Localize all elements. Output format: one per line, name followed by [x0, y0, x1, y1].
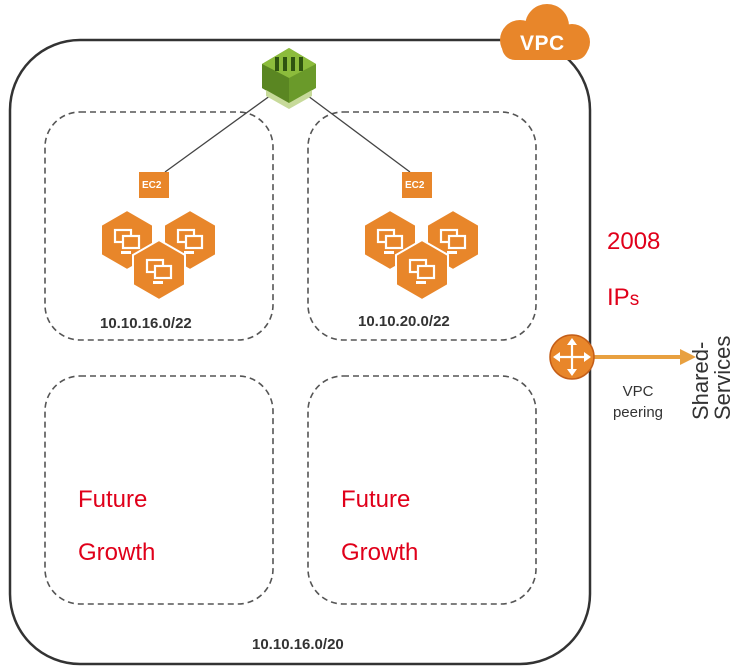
vpc-boundary	[8, 38, 592, 666]
vpc-cidr-label: 10.10.16.0/20	[252, 636, 344, 653]
connector-line-2	[299, 89, 411, 173]
ec2-label-1: EC2	[142, 180, 162, 191]
load-balancer-icon	[262, 48, 316, 109]
ec2-label-2: EC2	[405, 180, 425, 191]
vpc-peering-label: VPC peering	[612, 383, 664, 421]
ip-count-number: 2008	[607, 228, 661, 255]
future-box-2	[307, 375, 537, 605]
subnet-cidr-2: 10.10.20.0/22	[358, 313, 450, 330]
future-label-1: Future	[78, 486, 148, 513]
growth-label-1: Growth	[78, 539, 156, 566]
connector-line-1	[164, 89, 279, 173]
future-label-2: Future	[341, 486, 411, 513]
subnet-box-1	[44, 111, 274, 341]
future-box-1	[44, 375, 274, 605]
ec2-icon-2	[402, 172, 432, 198]
router-icon[interactable]	[549, 334, 595, 380]
vpc-badge-label: VPC	[520, 32, 565, 55]
peering-arrow	[594, 349, 696, 365]
shared-services-label: Shared- Services	[688, 335, 735, 420]
vpc-cloud-icon	[500, 4, 590, 60]
ip-count-unit: IPs	[607, 284, 640, 311]
growth-label-2: Growth	[341, 539, 419, 566]
subnet-box-2	[307, 111, 537, 341]
ec2-icon-1	[139, 172, 169, 198]
instances-cluster-1	[100, 208, 217, 302]
subnet-cidr-1: 10.10.16.0/22	[100, 315, 192, 332]
instances-cluster-2	[363, 208, 480, 302]
